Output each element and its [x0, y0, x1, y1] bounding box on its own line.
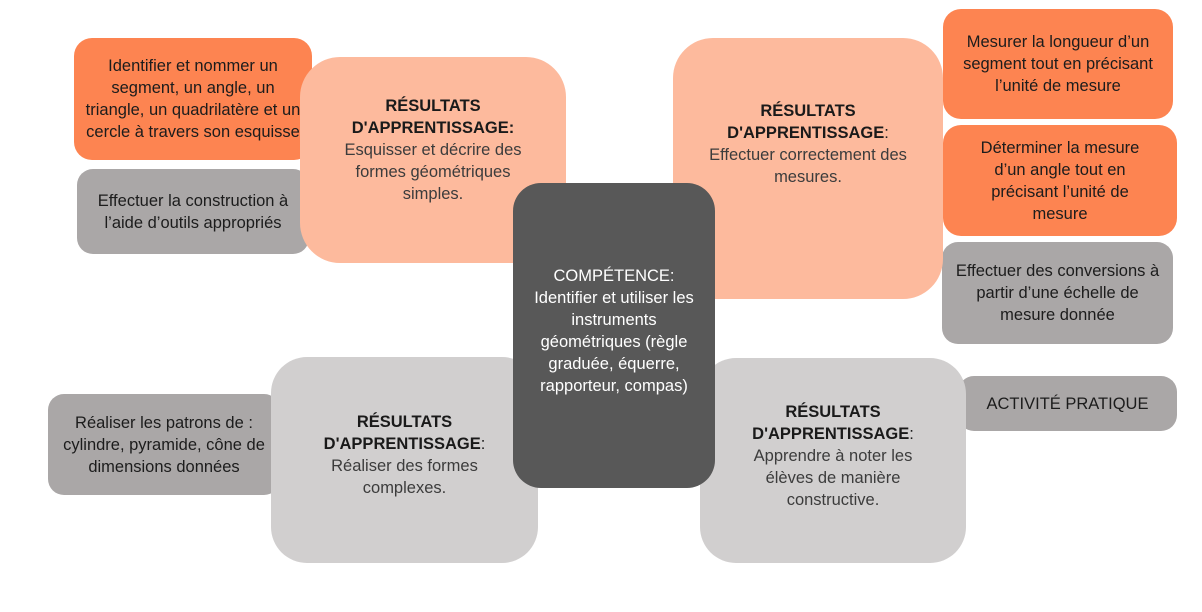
outcome-colon: :	[909, 424, 914, 443]
item-construct: Effectuer la construction à l’aide d’out…	[77, 169, 309, 254]
outcome-heading: RÉSULTATS	[385, 97, 481, 115]
outcome-measure: RÉSULTATS D'APPRENTISSAGE: Effectuer cor…	[673, 38, 943, 299]
item-patterns: Réaliser les patrons de : cylindre, pyra…	[48, 394, 280, 495]
item-text: Identifier et nommer un segment, un angl…	[85, 57, 301, 141]
item-activity: ACTIVITÉ PRATIQUE	[958, 376, 1177, 431]
outcome-heading: D'APPRENTISSAGE	[323, 435, 481, 453]
outcome-text: Réaliser des formes complexes.	[331, 457, 478, 497]
item-text: Réaliser les patrons de : cylindre, pyra…	[63, 413, 265, 476]
outcome-colon: :	[480, 435, 486, 453]
competence-title: COMPÉTENCE:	[553, 266, 675, 285]
outcome-heading: D'APPRENTISSAGE	[727, 123, 885, 142]
item-identify: Identifier et nommer un segment, un angl…	[74, 38, 312, 160]
outcome-heading: D'APPRENTISSAGE:	[351, 119, 515, 137]
outcome-sketch: RÉSULTATS D'APPRENTISSAGE: Esquisser et …	[300, 57, 566, 263]
item-measure-length: Mesurer la longueur d’un segment tout en…	[943, 9, 1173, 119]
outcome-text: Apprendre à noter les élèves de manière …	[753, 446, 913, 509]
outcome-text: Effectuer correctement des mesures.	[709, 145, 907, 186]
outcome-complex: RÉSULTATS D'APPRENTISSAGE: Réaliser des …	[271, 357, 538, 563]
outcome-heading: RÉSULTATS	[356, 413, 453, 431]
outcome-text: Esquisser et décrire des formes géométri…	[344, 141, 522, 203]
item-conversions: Effectuer des conversions à partir d’une…	[942, 242, 1173, 344]
item-text: Déterminer la mesure d’un angle tout en …	[980, 138, 1140, 223]
outcome-heading: D'APPRENTISSAGE	[752, 424, 910, 443]
outcome-colon: :	[884, 123, 889, 142]
competence-text: Identifier et utiliser les instruments g…	[534, 288, 694, 395]
competence-center: COMPÉTENCE: Identifier et utiliser les i…	[513, 183, 715, 488]
outcome-heading: RÉSULTATS	[785, 402, 881, 421]
outcome-heading: RÉSULTATS	[760, 101, 856, 120]
item-measure-angle: Déterminer la mesure d’un angle tout en …	[943, 125, 1177, 236]
item-text: Mesurer la longueur d’un segment tout en…	[963, 33, 1153, 95]
outcome-grading: RÉSULTATS D'APPRENTISSAGE: Apprendre à n…	[700, 358, 966, 563]
item-text: Effectuer des conversions à partir d’une…	[955, 262, 1160, 324]
item-text: ACTIVITÉ PRATIQUE	[986, 394, 1149, 413]
item-text: Effectuer la construction à l’aide d’out…	[97, 191, 289, 232]
